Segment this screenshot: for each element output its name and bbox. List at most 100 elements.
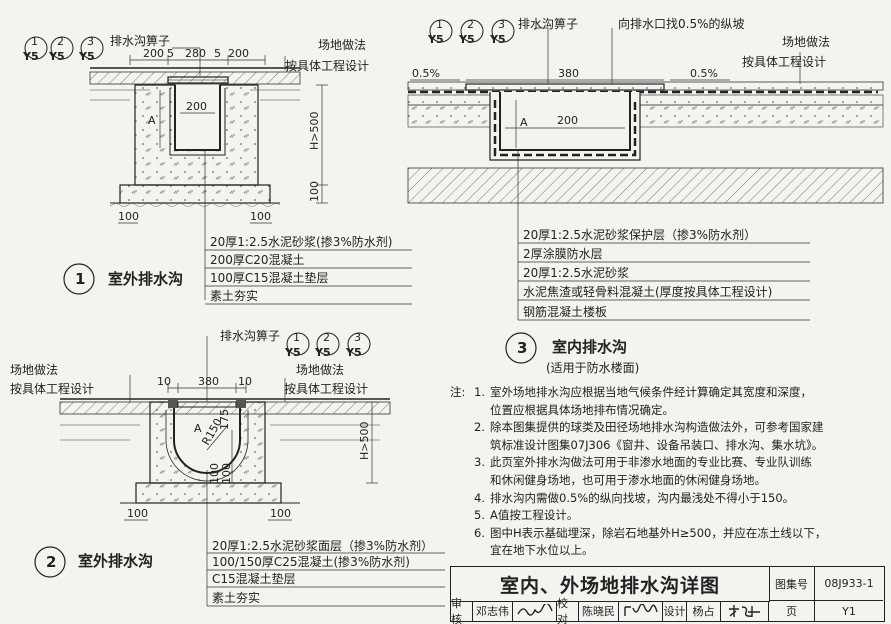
d1-ref-3-bottom: Y5 xyxy=(78,50,95,63)
d1-layer-4: 素土夯实 xyxy=(210,288,258,303)
d1-dim-base: 100 xyxy=(308,181,321,202)
page-label: 页 xyxy=(769,601,815,621)
d2-dim-right: 100 xyxy=(270,507,291,520)
d3-number: 3 xyxy=(517,339,527,357)
d2-dim-175: 175 xyxy=(218,409,231,430)
d2-ref-3-top: 3 xyxy=(354,331,361,344)
detail-3-drawing xyxy=(407,19,884,364)
notes-block: 注: 1. 室外场地排水沟应根据当地气候条件经计算确定其宽度和深度， 位置应根据… xyxy=(450,384,880,560)
note-5: 5. A值按工程设计。 xyxy=(474,508,579,523)
note-2: 2. 除本图集提供的球类及田径场地排水沟构造做法外，可参考国家建 xyxy=(474,420,824,435)
d1-ref-1-bottom: Y5 xyxy=(22,50,39,63)
d1-dim-left: 100 xyxy=(118,210,139,223)
d2-site-label-1: 场地做法 xyxy=(10,362,58,377)
d1-ref-3-top: 3 xyxy=(87,35,94,48)
d1-ref-1-top: 1 xyxy=(31,35,38,48)
d1-ref-2-top: 2 xyxy=(57,35,64,48)
d2-site-label-2: 按具体工程设计 xyxy=(10,381,94,396)
title-block: 室内、外场地排水沟详图 图集号 08J933-1 审核 邓志伟 校对 陈晓民 设… xyxy=(450,566,885,624)
d3-slope-right: 0.5% xyxy=(690,67,718,80)
d2-ref-2-top: 2 xyxy=(323,331,330,344)
d3-ref-1-top: 1 xyxy=(436,18,443,31)
detail-1-drawing xyxy=(24,36,412,305)
d1-site-label-1: 场地做法 xyxy=(318,37,366,52)
d3-slope-left: 0.5% xyxy=(412,67,440,80)
d1-site-label-2: 按具体工程设计 xyxy=(285,58,369,73)
d2-site-label-4: 按具体工程设计 xyxy=(284,381,368,396)
d2-dim-100b: 100 xyxy=(220,463,233,484)
d1-dim-5b: 5 xyxy=(214,47,221,60)
d1-title: 室外排水沟 xyxy=(108,270,183,288)
reviewer-signature xyxy=(513,601,557,621)
d2-dim-10a: 10 xyxy=(157,375,171,388)
d2-title: 室外排水沟 xyxy=(78,552,153,570)
page-number: Y1 xyxy=(842,604,856,618)
d3-slope-label: 向排水口找0.5%的纵坡 xyxy=(618,16,745,31)
d1-dim-a: A xyxy=(148,114,156,127)
d3-ref-3-bottom: Y5 xyxy=(489,33,506,46)
d3-ref-2-top: 2 xyxy=(467,18,474,31)
d3-dim-inner: 200 xyxy=(557,114,578,127)
d3-title: 室内排水沟 xyxy=(552,338,627,356)
check-label: 校对 xyxy=(557,597,579,624)
d1-dim-inner: 200 xyxy=(186,100,207,113)
d2-dim-h: H>500 xyxy=(358,422,371,460)
reviewer-name: 邓志伟 xyxy=(473,601,513,621)
d2-dim-left: 100 xyxy=(127,507,148,520)
review-label: 审核 xyxy=(451,597,473,624)
d3-site-label-2: 按具体工程设计 xyxy=(742,54,826,69)
designer-name: 杨占 xyxy=(687,601,721,621)
d2-grate-label: 排水沟箅子 xyxy=(220,328,280,343)
note-1: 注: 1. 室外场地排水沟应根据当地气候条件经计算确定其宽度和深度， xyxy=(450,384,880,402)
d1-layer-3: 100厚C15混凝土垫层 xyxy=(210,270,329,285)
note-4: 4. 排水沟内需做0.5%的纵向找坡，沟内最浅处不得小于150。 xyxy=(474,490,795,505)
d3-layer-3: 20厚1:2.5水泥砂浆 xyxy=(523,265,629,280)
d2-ref-1-bottom: Y5 xyxy=(284,346,301,359)
d1-grate-label: 排水沟箅子 xyxy=(110,33,170,48)
d3-grate-label: 排水沟箅子 xyxy=(518,16,578,31)
d2-ref-3-bottom: Y5 xyxy=(345,346,362,359)
d3-layer-2: 2厚涂膜防水层 xyxy=(523,246,603,261)
d3-dim-a: A xyxy=(520,116,528,129)
atlas-label: 图集号 xyxy=(769,567,815,601)
d3-layer-5: 钢筋混凝土楼板 xyxy=(523,304,607,319)
d1-dim-5a: 5 xyxy=(167,47,174,60)
d2-ref-2-bottom: Y5 xyxy=(314,346,331,359)
d2-ref-1-top: 1 xyxy=(293,331,300,344)
d2-layer-3: C15混凝土垫层 xyxy=(212,571,296,586)
d3-ref-1-bottom: Y5 xyxy=(427,33,444,46)
note-3: 3. 此页室外排水沟做法可用于非渗水地面的专业比赛、专业队训练 xyxy=(474,455,812,470)
d1-dim-280: 280 xyxy=(185,47,206,60)
d2-dim-380: 380 xyxy=(198,375,219,388)
checker-signature xyxy=(619,601,663,621)
detail-2-drawing xyxy=(34,332,445,607)
d3-ref-3-top: 3 xyxy=(498,18,505,31)
d3-site-label-1: 场地做法 xyxy=(782,34,830,49)
atlas-number: 08J933-1 xyxy=(815,567,883,601)
d3-layer-4: 水泥焦渣或轻骨料混凝土(厚度按具体工程设计) xyxy=(523,284,772,299)
d2-layer-4: 素土夯实 xyxy=(212,590,260,605)
d1-number: 1 xyxy=(75,270,85,288)
d3-ref-2-bottom: Y5 xyxy=(458,33,475,46)
checker-name: 陈晓民 xyxy=(579,601,619,621)
d2-site-label-3: 场地做法 xyxy=(296,362,344,377)
d2-layer-1: 20厚1:2.5水泥砂浆面层（掺3%防水剂） xyxy=(212,538,433,553)
d1-ref-2-bottom: Y5 xyxy=(48,50,65,63)
d1-layer-2: 200厚C20混凝土 xyxy=(210,252,305,267)
d1-dim-right: 100 xyxy=(250,210,271,223)
d1-dim-h: H>500 xyxy=(308,112,321,150)
d2-dim-10b: 10 xyxy=(238,375,252,388)
d2-number: 2 xyxy=(46,553,56,571)
d3-layer-1: 20厚1:2.5水泥砂浆保护层（掺3%防水剂） xyxy=(523,227,756,242)
note-6: 6. 图中H表示基础埋深，除岩石地基外H≥500，并应在冻土线以下， xyxy=(474,525,827,540)
design-label: 设计 xyxy=(663,601,687,621)
d2-layer-2: 100/150厚C25混凝土(掺3%防水剂) xyxy=(212,554,410,569)
d2-dim-a: A xyxy=(194,422,202,435)
d1-layer-1: 20厚1:2.5水泥砂浆(掺3%防水剂) xyxy=(210,234,392,249)
d3-subtitle: (适用于防水楼面) xyxy=(546,360,639,375)
notes-prefix: 注: xyxy=(450,385,466,399)
d2-dim-100a: 100 xyxy=(208,463,221,484)
d1-dim-200b: 200 xyxy=(228,47,249,60)
